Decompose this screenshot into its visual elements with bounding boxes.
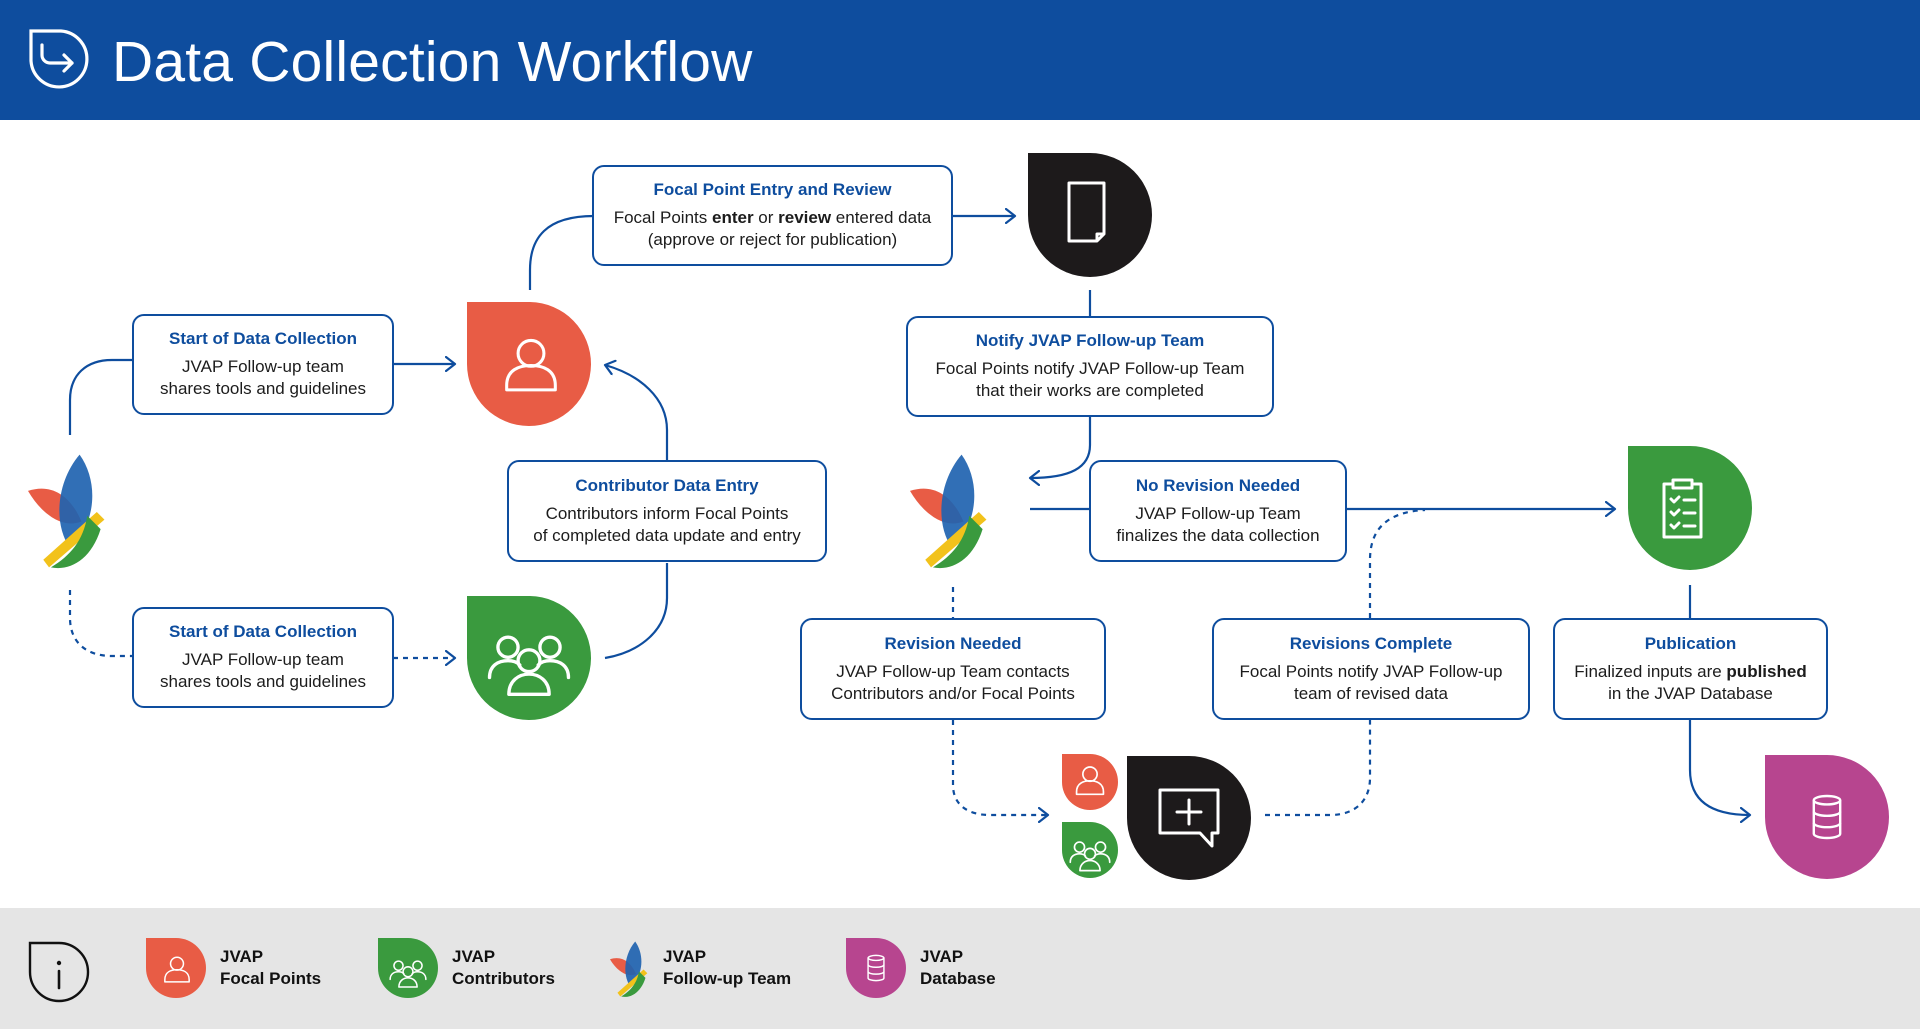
connector-logo-to-start-focal	[68, 358, 133, 435]
connector-review-to-revisions-complete	[1265, 720, 1372, 817]
start-collection-contributors-box: Start of Data Collection JVAP Follow-up …	[132, 607, 394, 708]
validated-node	[1628, 446, 1752, 570]
arrow-notify-to-logo	[1030, 417, 1092, 478]
connector-revisions-complete-to-line	[1368, 508, 1426, 618]
revisions-complete-box: Revisions Complete Focal Points notify J…	[1212, 618, 1530, 720]
focal-points-node	[467, 302, 591, 426]
workflow-diagram	[28, 153, 1889, 880]
jvap-logo-icon	[610, 941, 648, 997]
arrow-contributors-to-focal	[604, 563, 669, 660]
arrow-drop-icon	[29, 29, 89, 89]
info-icon	[28, 941, 90, 1003]
contributor-data-entry-box: Contributor Data Entry Contributors info…	[507, 460, 827, 562]
revision-needed-box: Revision Needed JVAP Follow-up Team cont…	[800, 618, 1106, 720]
legend-database-icon	[846, 938, 906, 998]
arrow-revision-to-review	[951, 720, 1048, 815]
clipboard-check-icon	[1662, 478, 1703, 539]
contributors-node	[467, 596, 591, 720]
database-node	[1765, 755, 1889, 879]
document-icon	[1067, 181, 1106, 243]
notify-team-box: Notify JVAP Follow-up Team Focal Points …	[906, 316, 1274, 417]
review-node	[1062, 754, 1251, 880]
comment-add-icon	[1158, 788, 1220, 848]
arrow-publication-to-database	[1688, 720, 1750, 815]
connector-contrib-entry-up	[605, 365, 669, 461]
legend-contributors-icon	[378, 938, 438, 998]
legend-focal-points-icon	[146, 938, 206, 998]
page-title: Data Collection Workflow	[112, 30, 753, 94]
publication-box: Publication Finalized inputs are publish…	[1553, 618, 1828, 720]
jvap-logo-icon	[910, 454, 987, 569]
connector-focal-to-entry	[528, 214, 595, 290]
connector-logo-to-start-contrib	[68, 590, 133, 658]
header-bar: Data Collection Workflow	[0, 0, 1920, 120]
legend-follow-up-team-icon	[610, 941, 648, 997]
document-node	[1028, 153, 1152, 277]
focal-point-entry-box: Focal Point Entry and Review Focal Point…	[592, 165, 953, 266]
start-collection-focal-box: Start of Data Collection JVAP Follow-up …	[132, 314, 394, 415]
jvap-logo-icon	[28, 454, 105, 569]
